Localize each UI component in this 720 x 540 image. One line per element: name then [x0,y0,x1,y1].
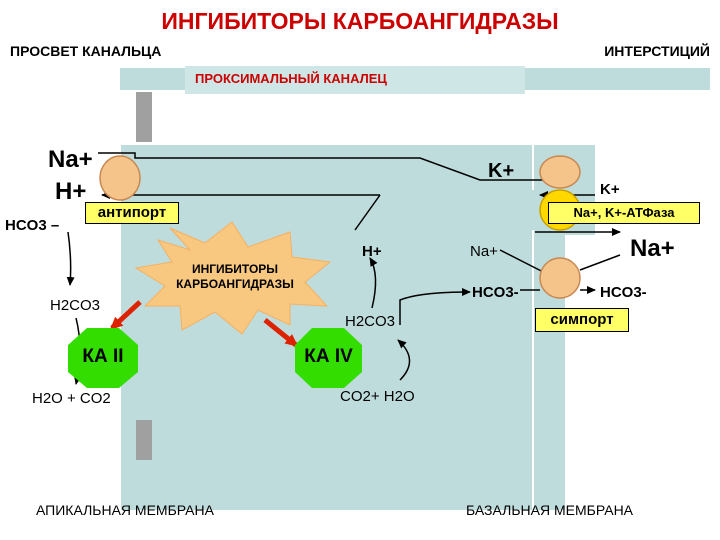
cell-h2co3-label: H2CO3 [345,313,396,330]
ka2-label: КА II [82,346,124,367]
lumen-na-label: Na+ [48,146,93,173]
apical-membrane-label: АПИКАЛЬНАЯ МЕМБРАНА [36,502,214,518]
lumen-h2co3-label: H2CO3 [50,297,101,314]
co2-to-h2co3-arrow [397,339,411,381]
ka4-octagon [295,328,362,388]
cell-na-label: Na+ [470,243,498,260]
cell-co2-water-label: CO2+ H2O [340,388,415,405]
cell-hco3-label: HCO3- [472,284,519,301]
na-big-line [579,254,621,271]
apical-post-bottom [136,420,152,460]
symport-box: симпорт [535,308,629,332]
ka2-octagon [68,328,138,388]
inhibitor-star [134,221,332,335]
hco3-to-h2co3-arrow [66,231,75,286]
interstitial-k-label: K+ [600,181,620,198]
basal-membrane-label: БАЗАЛЬНАЯ МЕМБРАНА [466,502,634,518]
tubule-band [185,66,525,94]
interstitial-na-label: Na+ [630,235,675,262]
antiport-box: антипорт [85,202,179,224]
cell-body [120,145,565,510]
lumen-hco3-label: HCO3 – [5,217,60,234]
lumen-header: ПРОСВЕТ КАНАЛЬЦА [10,43,162,59]
k-channel-circle [539,155,581,189]
inhibitors-label: ИНГИБИТОРЫ КАРБОАНГИДРАЗЫ [176,262,294,291]
lumen-h-label: H+ [55,178,87,205]
page-title: ИНГИБИТОРЫ КАРБОАНГИДРАЗЫ [161,8,559,34]
inhibit-ka2-arrow [109,300,142,331]
ka4-label: КА IV [304,346,353,367]
interstitial-hco3-label: HCO3- [600,284,647,301]
atpase-box: Na+, K+-АТФаза [548,202,700,224]
symport-circle [539,257,581,299]
tubule-header: ПРОКСИМАЛЬНЫЙ КАНАЛЕЦ [195,71,387,86]
interstitium-block-top [560,68,710,90]
nhe-antiporter-circle [99,155,141,201]
cell-h-label: H+ [362,243,382,260]
interstitium-header: ИНТЕРСТИЦИЙ [604,43,710,59]
h-to-lumen-arrow [354,194,381,231]
apical-post-top [136,92,152,142]
na-path-line [98,152,571,184]
h2co3-to-h-arrow [369,257,378,309]
cell-k-label: K+ [488,160,515,182]
lumen-water-co2-label: H2O + CO2 [32,390,111,407]
h2co3-to-hco3-arrow [399,288,471,325]
inhibit-ka4-arrow [263,318,299,347]
